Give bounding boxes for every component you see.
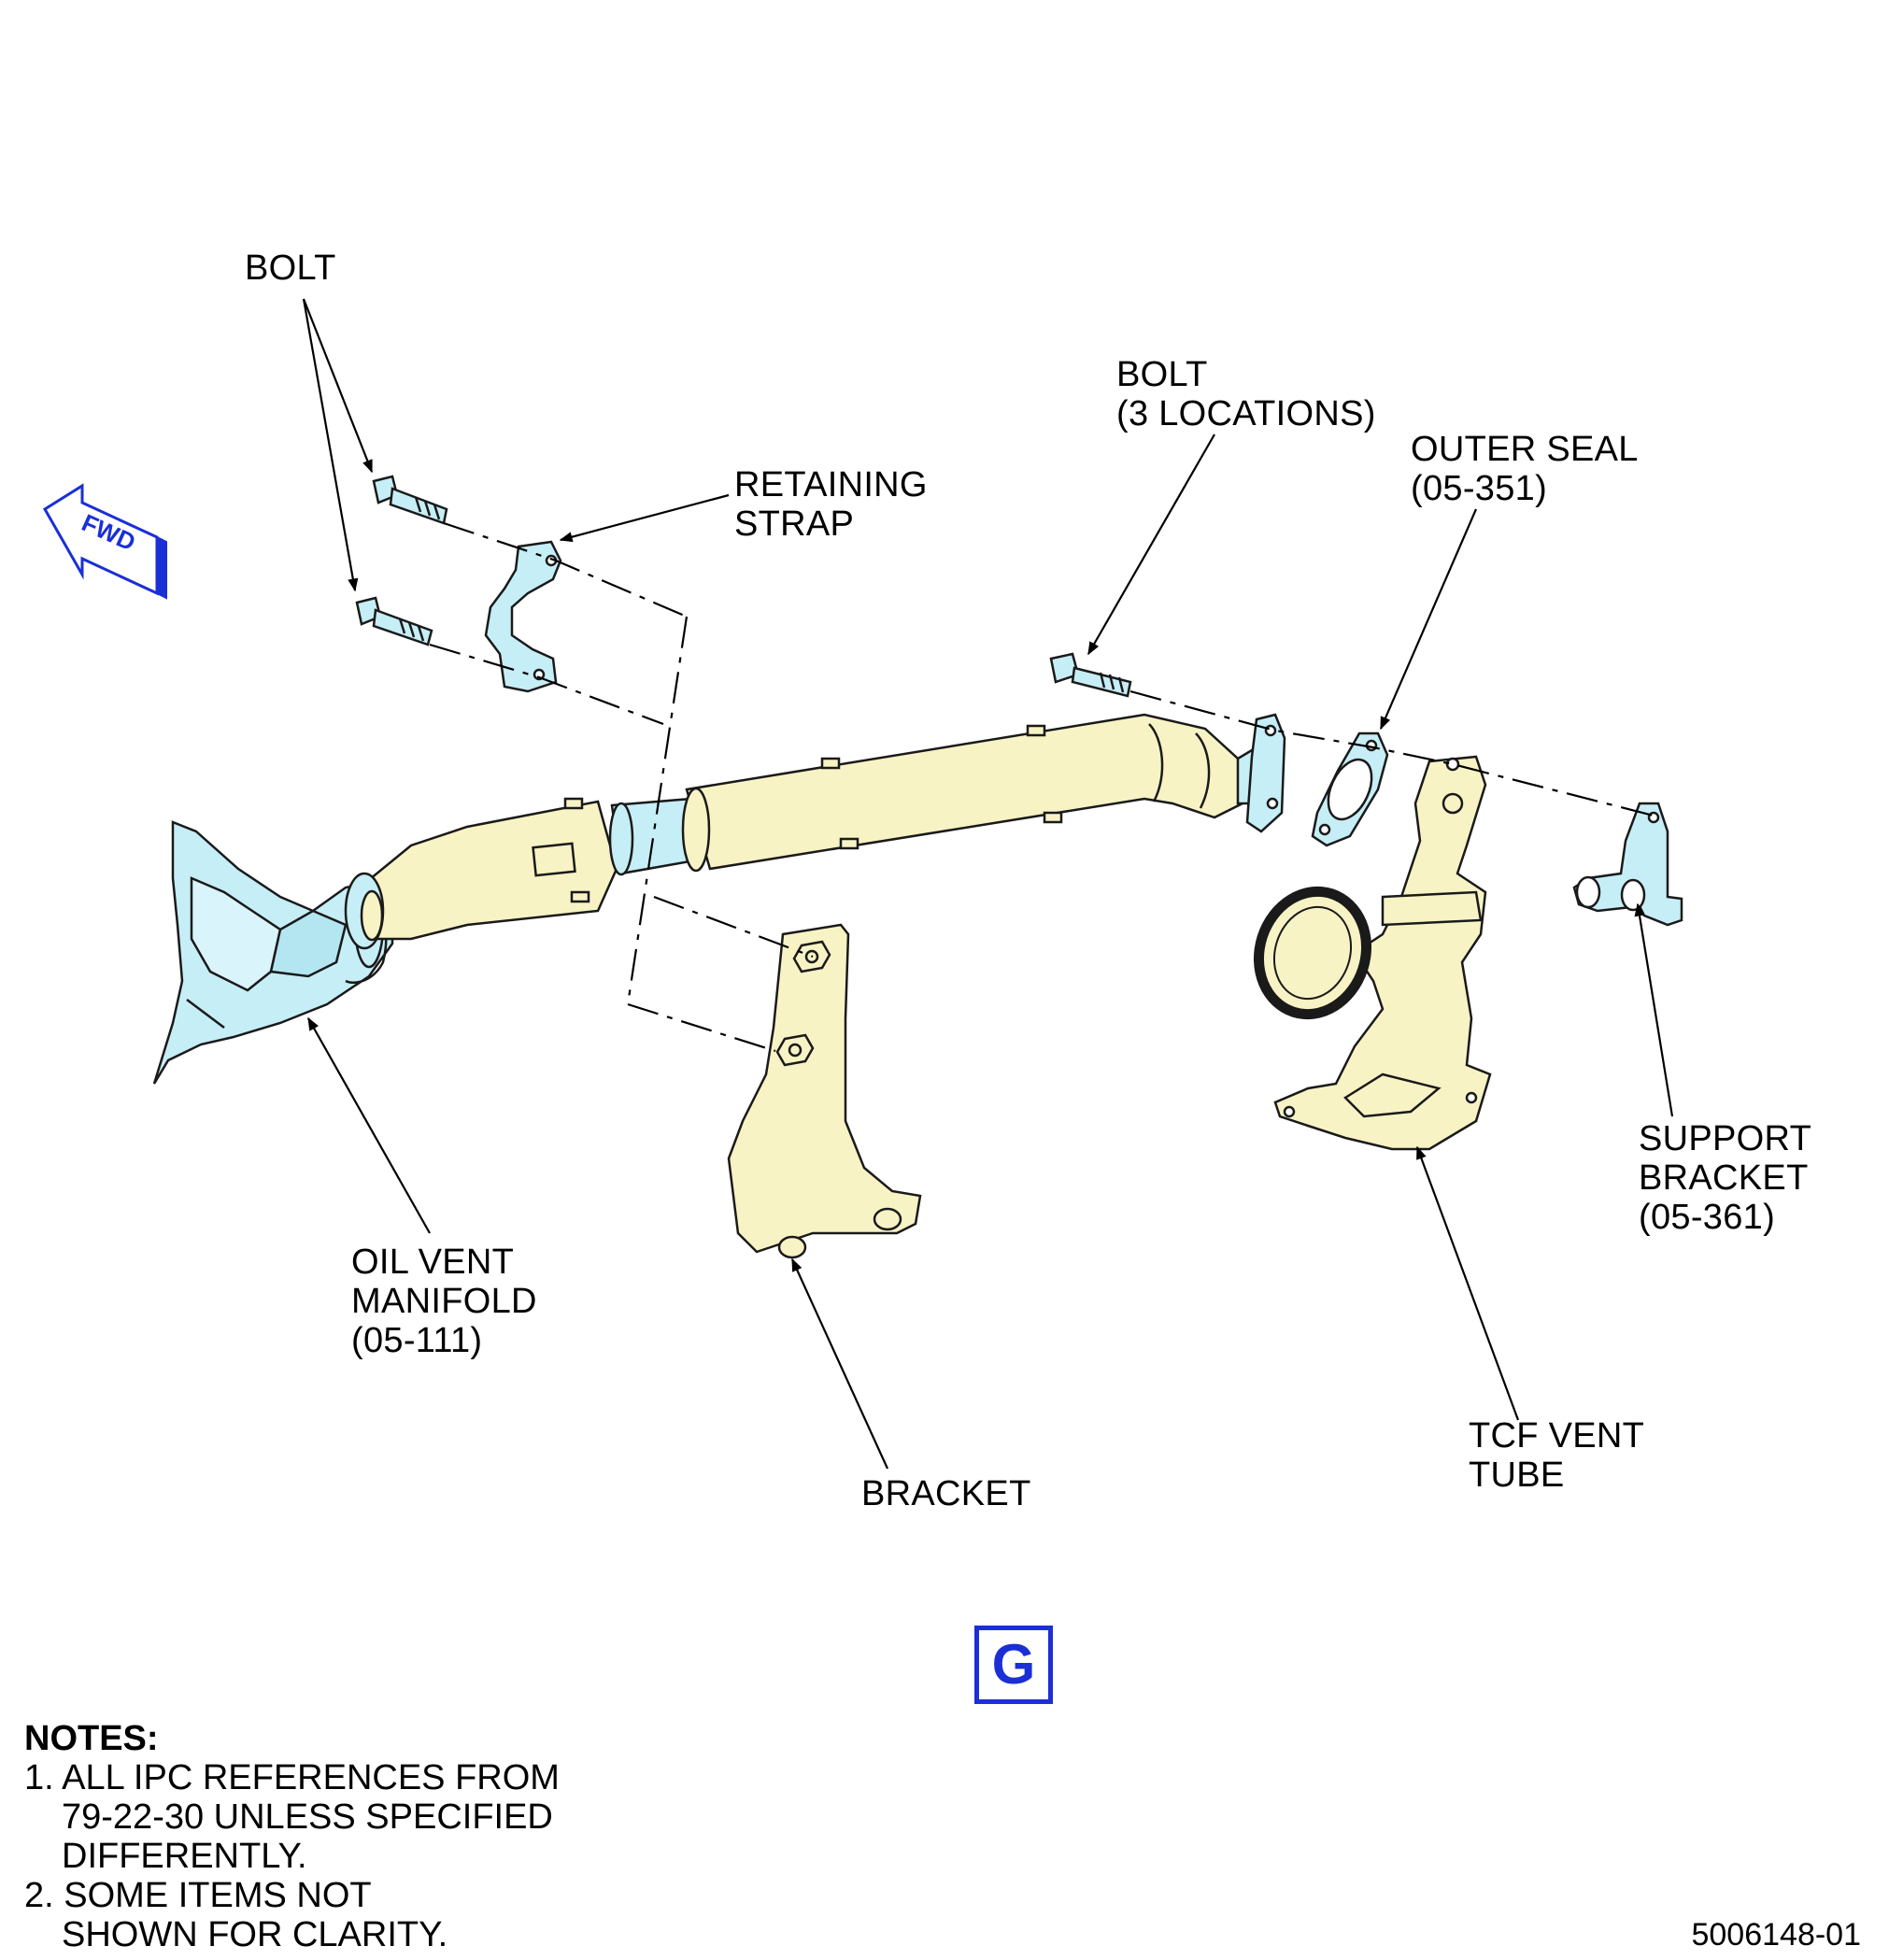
- label-oil-vent-manifold-line1: OIL VENT: [351, 1243, 515, 1282]
- label-bolt-left: BOLT: [245, 249, 336, 288]
- label-bolt-right-line1: BOLT: [1116, 355, 1208, 394]
- label-tcf-vent-tube-line1: TCF VENT: [1469, 1416, 1645, 1456]
- label-support-bracket-line1: SUPPORT: [1639, 1119, 1812, 1158]
- label-retaining-strap-line1: RETAINING: [734, 465, 928, 504]
- label-support-bracket-line3: (05-361): [1639, 1198, 1776, 1237]
- bracket-part: [727, 923, 922, 1259]
- label-bolt-left-line: BOLT: [245, 249, 336, 288]
- label-retaining-strap-line2: STRAP: [734, 504, 855, 544]
- label-outer-seal-line2: (05-351): [1411, 469, 1548, 508]
- label-outer-seal: OUTER SEAL (05-351): [1411, 430, 1639, 508]
- right-bolt-part: [1049, 652, 1132, 698]
- notes-title: NOTES:: [24, 1719, 159, 1758]
- oil-vent-tube-part: [344, 713, 1286, 950]
- left-bolts-part: [355, 475, 448, 646]
- view-letter-badge: G: [974, 1626, 1053, 1704]
- leader-lines: [302, 298, 1674, 1470]
- label-bolt-right-line2: (3 LOCATIONS): [1116, 394, 1376, 433]
- oil-vent-manifold-part: [152, 820, 394, 1085]
- label-oil-vent-manifold-line3: (05-111): [351, 1321, 483, 1360]
- label-oil-vent-manifold: OIL VENT MANIFOLD (05-111): [351, 1243, 537, 1360]
- note-item-2: 2. SOME ITEMS NOT SHOWN FOR CLARITY.: [24, 1876, 448, 1954]
- retaining-strap-part: [484, 540, 562, 693]
- label-bolt-right: BOLT (3 LOCATIONS): [1116, 355, 1376, 433]
- fwd-arrow-icon: FWD: [42, 483, 167, 600]
- tcf-vent-tube-part: [1273, 755, 1492, 1151]
- label-oil-vent-manifold-line2: MANIFOLD: [351, 1282, 537, 1321]
- label-bracket: BRACKET: [861, 1474, 1031, 1513]
- support-bracket-part: [1572, 802, 1683, 927]
- label-tcf-vent-tube: TCF VENT TUBE: [1469, 1416, 1644, 1495]
- label-bracket-line: BRACKET: [861, 1474, 1031, 1513]
- note-item-1: 1. ALL IPC REFERENCES FROM 79-22-30 UNLE…: [24, 1758, 560, 1876]
- outer-seal-part: [1311, 731, 1389, 847]
- label-support-bracket: SUPPORT BRACKET (05-361): [1639, 1119, 1811, 1237]
- tcf-vent-tube-flange: [1253, 886, 1372, 1020]
- label-tcf-vent-tube-line2: TUBE: [1469, 1456, 1565, 1495]
- label-retaining-strap: RETAINING STRAP: [734, 465, 928, 544]
- notes-block: NOTES: 1. ALL IPC REFERENCES FROM 79-22-…: [24, 1719, 560, 1954]
- assembly-centerlines: [429, 521, 1655, 1053]
- document-number: 5006148-01: [1691, 1917, 1861, 1953]
- label-outer-seal-line1: OUTER SEAL: [1411, 430, 1639, 469]
- label-support-bracket-line2: BRACKET: [1639, 1158, 1809, 1198]
